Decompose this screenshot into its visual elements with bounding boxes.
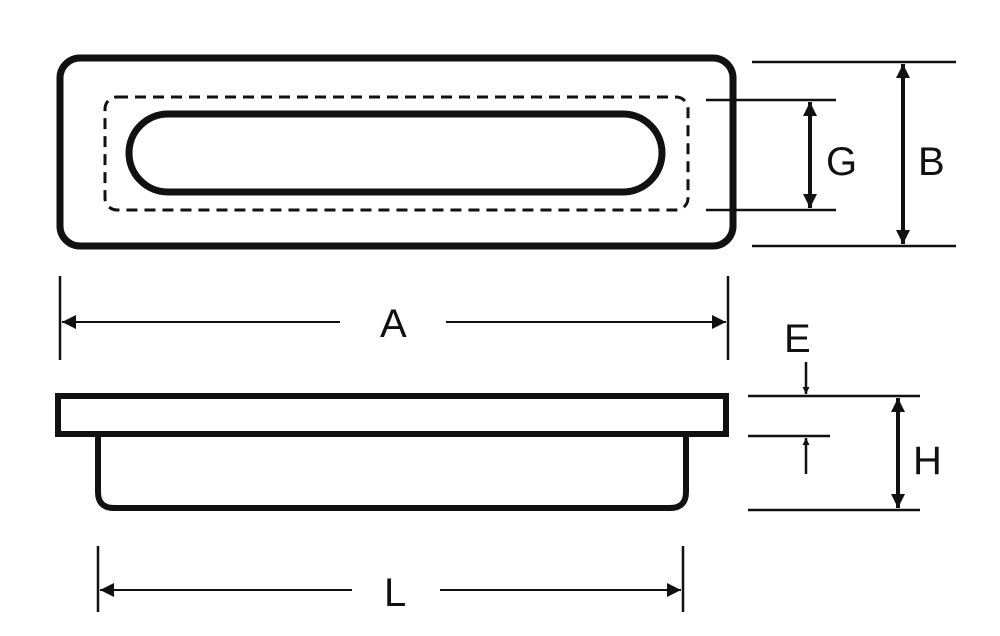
label-h: H (913, 439, 942, 483)
label-l: L (384, 571, 406, 615)
flange-outline (55, 393, 729, 437)
dimension-l (96, 546, 685, 612)
body-outline (95, 436, 689, 511)
outer-plate-outline (56, 54, 737, 250)
top-view (56, 54, 737, 250)
dimension-b (752, 60, 956, 248)
dimension-h (748, 398, 920, 512)
dimension-e (748, 362, 920, 474)
label-a: A (380, 302, 407, 346)
side-view (55, 393, 729, 511)
label-g: G (826, 140, 857, 184)
dimension-g (706, 98, 836, 212)
recess-dashed-outline (103, 95, 690, 212)
inner-slot-outline (125, 110, 666, 196)
label-e: E (784, 317, 811, 361)
label-b: B (918, 140, 945, 184)
dimension-a (58, 276, 730, 360)
